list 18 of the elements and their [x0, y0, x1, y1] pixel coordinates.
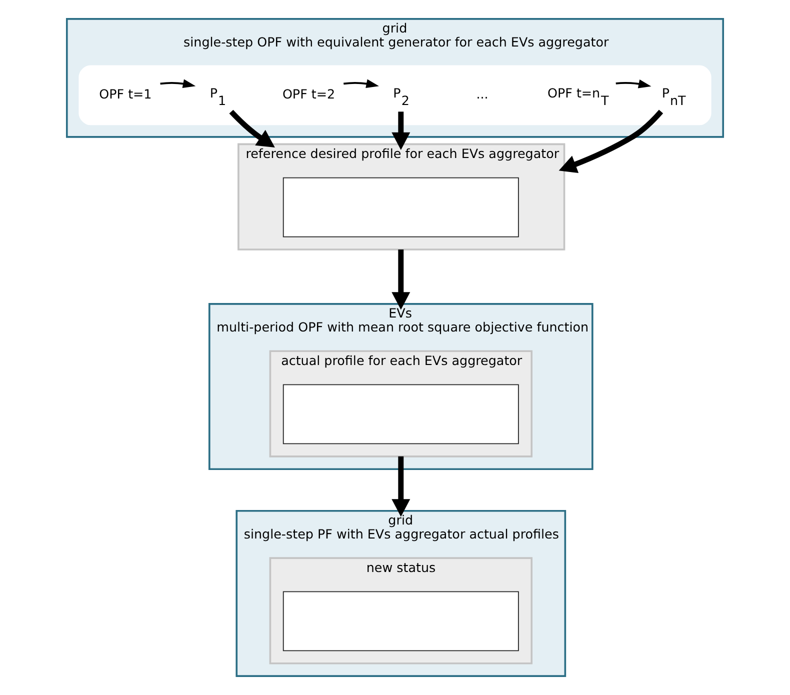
node-box: [282, 384, 519, 444]
cluster: actual profile for each EVs aggregator: [269, 350, 532, 458]
node-box: [282, 177, 519, 238]
node-box: [282, 591, 519, 652]
arrow: [392, 112, 410, 150]
arrow: [392, 456, 410, 517]
arrow: [392, 249, 410, 310]
arrow: [558, 110, 664, 174]
label: ...: [476, 86, 488, 102]
cluster: new status: [269, 557, 532, 664]
arrow: [616, 79, 652, 88]
cluster: [78, 65, 712, 126]
arrow: [344, 79, 379, 88]
cluster: reference desired profile for each EVs aggregator: [238, 143, 566, 250]
node-text: OPF t=1: [99, 86, 152, 102]
node-text: OPF t=2: [282, 86, 336, 102]
arrow: [160, 79, 196, 88]
arrow: [229, 110, 275, 148]
